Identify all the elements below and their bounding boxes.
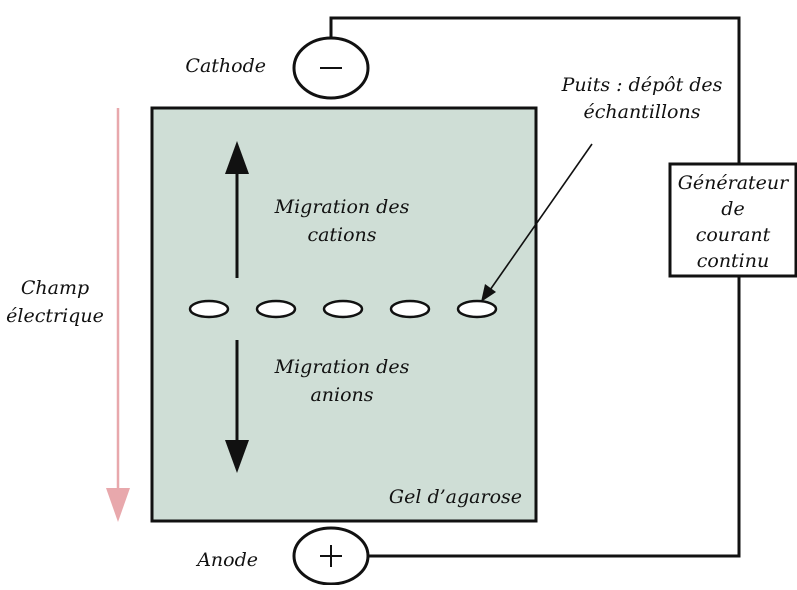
field-arrow-head-icon (106, 488, 130, 522)
cations-label-line1: Migration des (274, 196, 410, 218)
sample-well (255, 299, 297, 319)
sample-well (389, 299, 431, 319)
cations-label-line2: cations (307, 224, 376, 246)
cation-migration-arrow (225, 141, 249, 278)
anion-migration-arrow (225, 340, 249, 473)
sample-well (322, 299, 364, 319)
wells-label-line1: Puits : dépôt des (561, 74, 723, 96)
sample-wells (188, 299, 498, 319)
anions-label-line2: anions (310, 384, 373, 406)
pointer-arrow-head-icon (481, 284, 496, 302)
wire-bottom (368, 276, 741, 558)
wire-top (329, 16, 741, 164)
arrow-up-icon (225, 141, 249, 174)
arrow-down-icon (225, 440, 249, 473)
generator-label-line3: courant (696, 224, 771, 246)
anode-terminal (292, 526, 370, 586)
sample-well (456, 299, 498, 319)
cathode-terminal (292, 36, 370, 100)
generator-box: Générateur de courant continu (668, 162, 797, 278)
wells-label-line2: échantillons (584, 101, 701, 123)
generator-label-line4: continu (697, 250, 770, 272)
field-label-line1: Champ (21, 277, 89, 299)
generator-label-line1: Générateur (678, 172, 790, 194)
generator-label-line2: de (721, 198, 744, 220)
anode-label: Anode (195, 549, 258, 571)
gel-label: Gel d’agarose (389, 486, 522, 508)
anions-label-line1: Migration des (274, 356, 410, 378)
wells-pointer-arrow (481, 143, 593, 302)
sample-well (188, 299, 230, 319)
circuit-wires (329, 16, 741, 558)
cathode-label: Cathode (185, 55, 266, 77)
field-label-line2: électrique (6, 305, 104, 327)
electric-field-arrow (106, 108, 130, 522)
plus-sign-icon (320, 545, 342, 567)
